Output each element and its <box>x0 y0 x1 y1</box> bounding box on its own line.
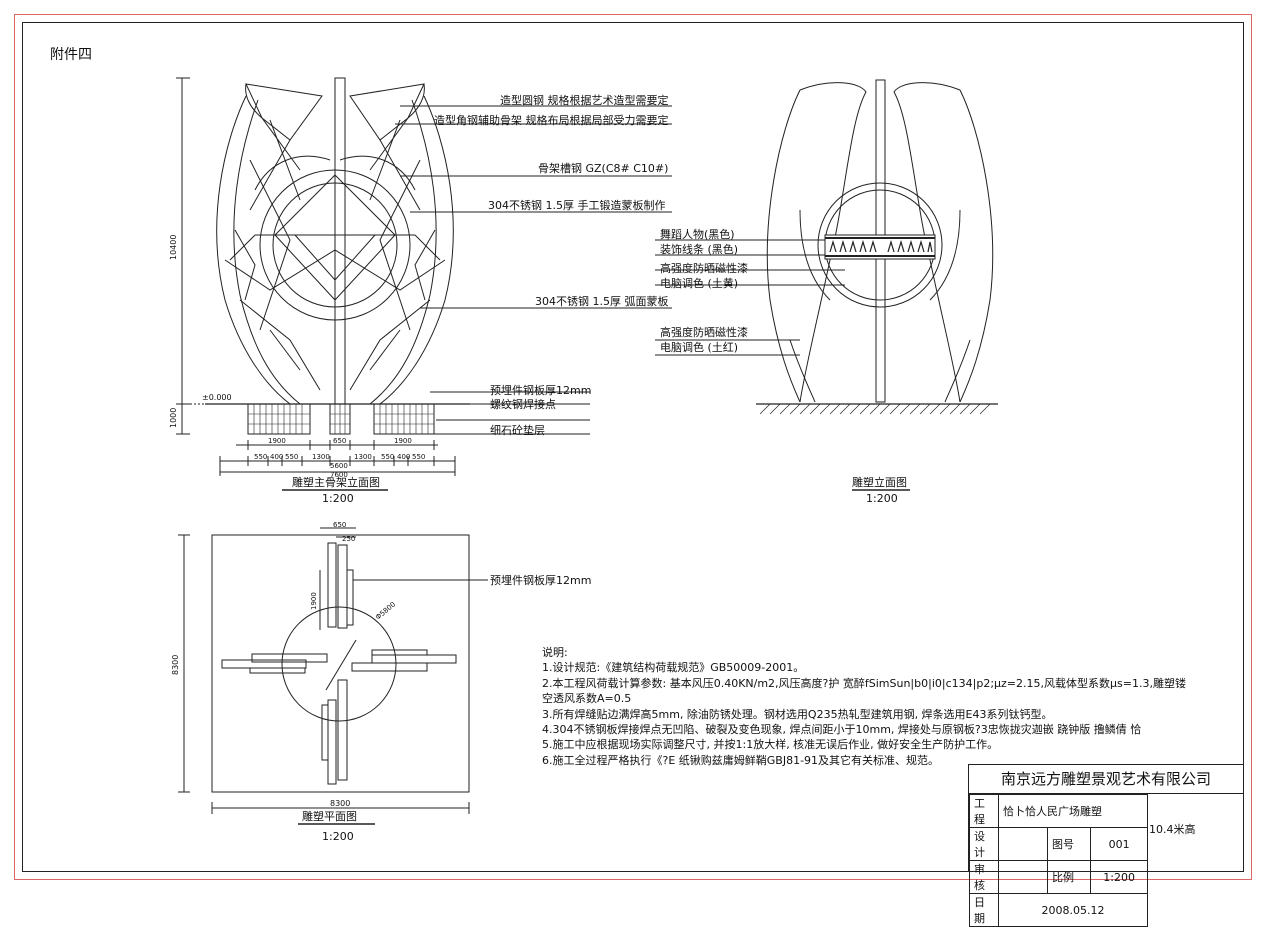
design-value <box>998 827 1048 861</box>
label-paint-2: 高强度防晒磁性漆 <box>660 325 748 339</box>
label-decor-lines: 装饰线条 (黑色) <box>660 242 738 256</box>
fin-left <box>245 83 323 141</box>
dim-total-inner: 5600 <box>330 462 348 470</box>
level-mark: ±0.000 <box>202 393 232 402</box>
dim-footing: 1000 <box>169 408 178 428</box>
label-dancers: 舞蹈人物(黑色) <box>660 227 735 241</box>
drawing-no-label: 图号 <box>1046 827 1092 861</box>
fin-right <box>349 83 425 141</box>
note-line: 空透风系数A=0.5 <box>542 692 632 706</box>
body-outline-right <box>379 95 454 405</box>
label-steel-rod: 造型圆钢 规格根据艺术造型需要定 <box>500 93 669 107</box>
label-color-red: 电脑调色 (土红) <box>660 340 738 354</box>
drawing-no-value: 001 <box>1090 827 1148 861</box>
height-note: 10.4米高 <box>1149 823 1196 836</box>
dim-row1-1: 650 <box>333 437 346 445</box>
effect-outer-left <box>766 89 801 403</box>
plan-label-plate: 预埋件钢板厚12mm <box>490 573 591 587</box>
title-block-table: 工程 恰卜恰人民广场雕塑 设计 图号 001 审核 比例 1:200 日期 20… <box>969 794 1148 927</box>
main-elevation-annotations: 造型圆钢 规格根据艺术造型需要定 造型角钢辅助骨架 规格布局根据局部受力需要定 … <box>169 93 669 505</box>
dim-plan-left: 8300 <box>171 655 180 675</box>
dim-row2-2: 550 <box>285 453 298 461</box>
label-forged-panel: 304不锈钢 1.5厚 手工锻造蒙板制作 <box>488 198 665 212</box>
dim-row2-0: 550 <box>254 453 267 461</box>
plan-drawing <box>178 527 488 825</box>
review-value <box>998 860 1048 894</box>
dim-plan-circle: Φ5800 <box>374 600 397 621</box>
scale-value: 1:200 <box>1090 860 1148 894</box>
main-elevation-drawing <box>176 77 672 491</box>
label-concrete-bed: 细石砼垫层 <box>490 423 545 437</box>
label-embedded-plate: 预埋件钢板厚12mm <box>490 383 591 397</box>
label-channel-steel: 骨架槽钢 GZ(C8# C10#) <box>538 162 668 175</box>
plan-title: 雕塑平面图 <box>302 809 357 823</box>
design-label: 设计 <box>969 827 999 861</box>
note-line: 3.所有焊缝贴边满焊高5mm, 除油防锈处理。钢材选用Q235热轧型建筑用钢, … <box>542 707 1053 721</box>
main-elevation-title: 雕塑主骨架立面图 <box>292 475 380 489</box>
effect-elevation-scale: 1:200 <box>866 492 898 505</box>
plan-square <box>211 534 470 793</box>
label-rebar-weld: 螺纹钢焊接点 <box>490 397 556 411</box>
dim-row2-3: 1300 <box>312 453 330 461</box>
dim-total: 7600 <box>330 471 348 479</box>
date-label: 日期 <box>969 893 999 927</box>
outer-frame <box>14 14 1252 880</box>
plan-annotations: 650 250 8300 8300 1900 Φ5800 预埋件钢板厚12mm … <box>171 521 591 843</box>
review-label: 审核 <box>969 860 999 894</box>
company-name: 南京远方雕塑景观艺术有限公司 <box>969 765 1243 794</box>
effect-outer-right <box>959 89 994 403</box>
note-line: 5.施工中应根据现场实际调整尺寸, 并按1:1放大样, 核准无误后作业, 做好安… <box>542 738 999 752</box>
dim-row2-6: 400 <box>397 453 410 461</box>
dim-row2-5: 550 <box>381 453 394 461</box>
plan-scale: 1:200 <box>322 830 354 843</box>
label-angle-steel: 造型角钢辅助骨架 规格布局根据局部受力需要定 <box>434 113 669 127</box>
note-line: 4.304不锈钢板焊接焊点无凹陷、破裂及变色现象, 焊点间距小于10mm, 焊接… <box>542 723 1142 737</box>
inner-frame <box>22 22 1244 872</box>
effect-inner-left <box>799 82 867 403</box>
drawing-canvas: 造型圆钢 规格根据艺术造型需要定 造型角钢辅助骨架 规格布局根据局部受力需要定 … <box>169 77 998 843</box>
dim-height: 10400 <box>169 235 178 260</box>
effect-elevation-annotations: 舞蹈人物(黑色) 装饰线条 (黑色) 高强度防晒磁性漆 电脑调色 (土黄) 高强… <box>660 227 907 505</box>
ring-inner <box>272 182 398 308</box>
dim-plan-arm: 1900 <box>310 592 318 610</box>
label-curved-panel: 304不锈钢 1.5厚 弧面蒙板 <box>535 294 668 308</box>
title-block: 南京远方雕塑景观艺术有限公司 工程 恰卜恰人民广场雕塑 设计 图号 001 审核… <box>968 764 1244 927</box>
sheet-label: 附件四 <box>50 47 92 63</box>
scale-label: 比例 <box>1046 860 1092 894</box>
date-value: 2008.05.12 <box>998 893 1148 927</box>
dim-row1-0: 1900 <box>268 437 286 445</box>
note-line: 6.施工全过程严格执行《?E 纸锹购兹庸姆鲜鞘GBJ81-91及其它有关标准、规… <box>542 753 940 767</box>
note-line: 1.设计规范:《建筑结构荷载规范》GB50009-2001。 <box>542 661 805 675</box>
effect-elevation-drawing <box>655 79 998 491</box>
effect-inner-right <box>893 82 961 403</box>
project-name: 恰卜恰人民广场雕塑 <box>998 794 1148 828</box>
main-elevation-scale: 1:200 <box>322 492 354 505</box>
notes-heading: 说明: <box>542 646 568 659</box>
label-color-yellow: 电脑调色 (土黄) <box>660 276 738 290</box>
dim-plan-250: 250 <box>342 535 355 543</box>
dim-plan-bottom: 8300 <box>330 799 350 808</box>
effect-elevation-title: 雕塑立面图 <box>852 475 907 489</box>
dim-row2-1: 400 <box>270 453 283 461</box>
dim-row2-7: 550 <box>412 453 425 461</box>
project-label: 工程 <box>969 794 999 828</box>
body-outline-left <box>216 95 291 405</box>
notes-section: 说明: 1.设计规范:《建筑结构荷载规范》GB50009-2001。 2.本工程… <box>542 645 1232 768</box>
dim-row1-2: 1900 <box>394 437 412 445</box>
plan-circle <box>281 606 397 722</box>
note-line: 2.本工程风荷载计算参数: 基本风压0.40KN/m2,风压高度?护 宽醉fSi… <box>542 676 1186 690</box>
label-paint-1: 高强度防晒磁性漆 <box>660 261 748 275</box>
dim-plan-650: 650 <box>333 521 346 529</box>
ring-outer <box>259 169 411 321</box>
central-pole <box>334 77 346 405</box>
dim-row2-4: 1300 <box>354 453 372 461</box>
effect-ring-outer <box>817 182 943 308</box>
